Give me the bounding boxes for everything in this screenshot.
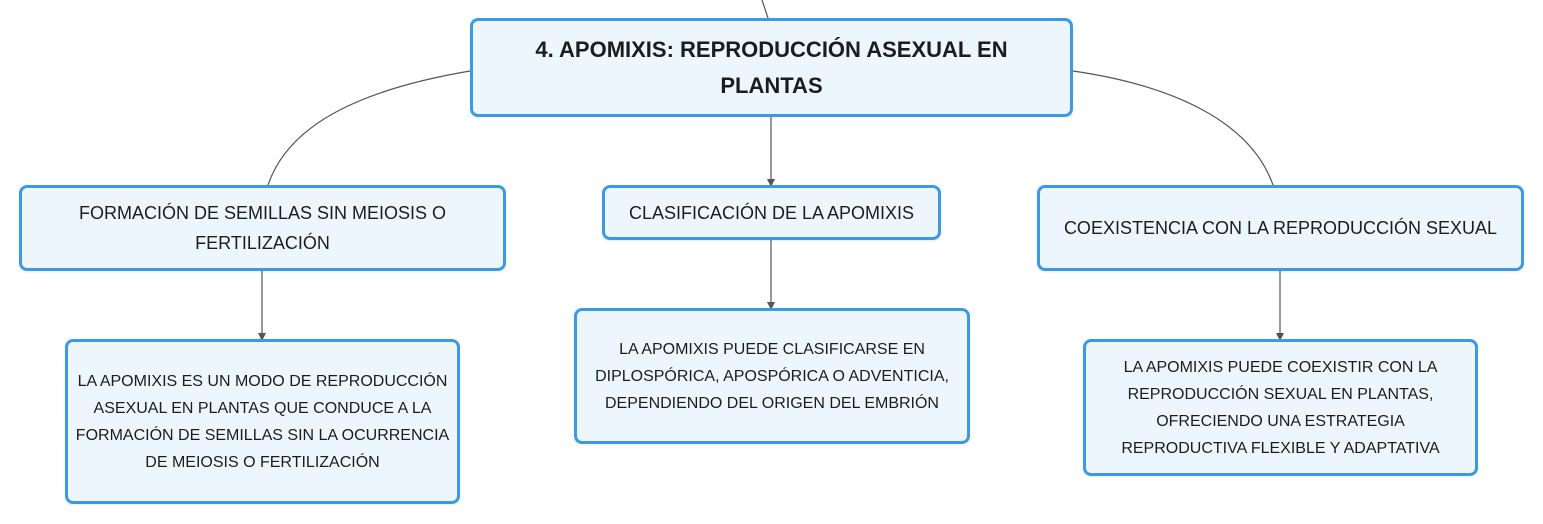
leaf-text-clasificacion: LA APOMIXIS PUEDE CLASIFICARSE EN DIPLOS… xyxy=(595,340,949,412)
leaf-node-formacion[interactable]: LA APOMIXIS ES UN MODO DE REPRODUCCIÓN A… xyxy=(65,339,460,504)
branch-node-formacion[interactable]: FORMACIÓN DE SEMILLAS SIN MEIOSIS O FERT… xyxy=(19,185,506,271)
root-topic-node[interactable]: 4. APOMIXIS: REPRODUCCIÓN ASEXUAL EN PLA… xyxy=(470,18,1073,117)
branch-label-clasificacion: CLASIFICACIÓN DE LA APOMIXIS xyxy=(628,202,915,223)
branch-label-formacion: FORMACIÓN DE SEMILLAS SIN MEIOSIS O FERT… xyxy=(78,203,447,253)
parent-connector xyxy=(761,0,769,19)
branch-node-clasificacion[interactable]: CLASIFICACIÓN DE LA APOMIXIS xyxy=(602,185,941,240)
leaf-node-coexistencia[interactable]: LA APOMIXIS PUEDE COEXISTIR CON LA REPRO… xyxy=(1083,339,1478,476)
branch-label-coexistencia: COEXISTENCIA CON LA REPRODUCCIÓN SEXUAL xyxy=(1063,218,1498,238)
connector-root-coexistencia xyxy=(1072,70,1274,186)
leaf-text-coexistencia: LA APOMIXIS PUEDE COEXISTIR CON LA REPRO… xyxy=(1121,358,1440,457)
leaf-node-clasificacion[interactable]: LA APOMIXIS PUEDE CLASIFICARSE EN DIPLOS… xyxy=(574,308,970,444)
root-topic-label: 4. APOMIXIS: REPRODUCCIÓN ASEXUAL EN PLA… xyxy=(535,36,1008,98)
leaf-text-formacion: LA APOMIXIS ES UN MODO DE REPRODUCCIÓN A… xyxy=(75,372,450,471)
branch-node-coexistencia[interactable]: COEXISTENCIA CON LA REPRODUCCIÓN SEXUAL xyxy=(1037,185,1524,271)
connector-root-formacion xyxy=(267,70,471,186)
